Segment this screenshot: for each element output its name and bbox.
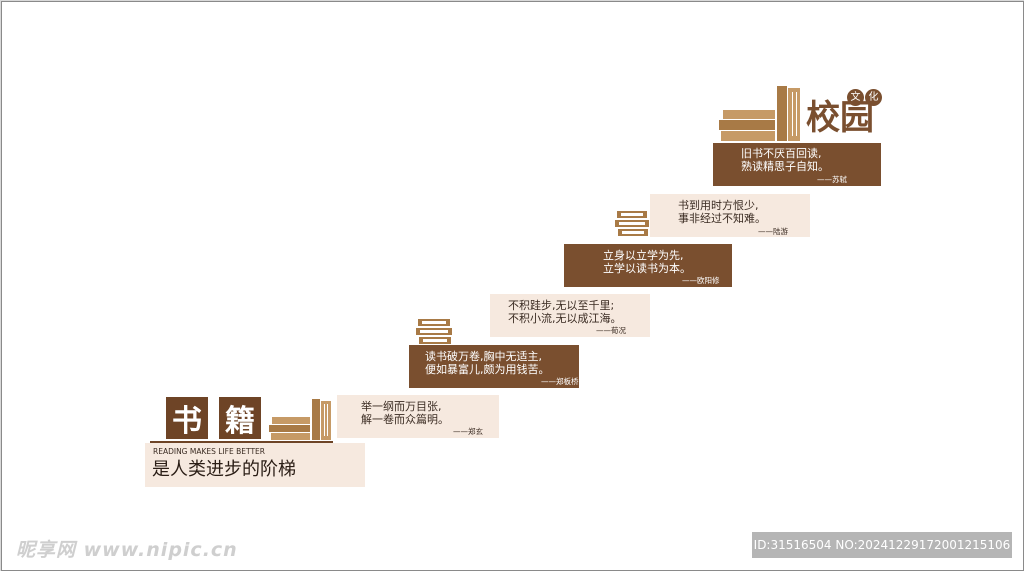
quote-5-author: ——郑板桥 — [541, 377, 579, 386]
quote-6-author: ——郑玄 — [453, 427, 483, 436]
quote-2-author: ——陆游 — [758, 227, 788, 236]
logo-char-shu: 书 — [166, 397, 208, 439]
quote-5-line-1: 读书破万卷,胸中无适主, — [425, 350, 542, 363]
quote-card-4: 不积跬步,无以至千里; 不积小流,无以成江海。 ——荀况 — [490, 294, 650, 337]
quote-4-line-1: 不积跬步,无以至千里; — [508, 299, 615, 312]
books-subtitle-card: READING MAKES LIFE BETTER 是人类进步的阶梯 — [145, 443, 365, 487]
quote-3-author: ——欧阳修 — [682, 276, 720, 285]
quote-6-line-2: 解一卷而众篇明。 — [361, 413, 449, 426]
book-stack-small-icon-2 — [416, 319, 454, 346]
campus-badge-2-text: 化 — [868, 92, 879, 103]
quote-1-author: ——苏轼 — [817, 175, 847, 184]
quote-2-line-2: 事非经过不知难。 — [678, 212, 766, 225]
site-watermark: 昵享网 www.nipic.cn — [16, 539, 238, 561]
id-watermark: ID:31516504 NO:20241229172001215106 — [752, 532, 1012, 558]
quote-4-line-2: 不积小流,无以成江海。 — [508, 312, 622, 325]
books-divider-line — [150, 441, 333, 443]
logo-char-ji: 籍 — [219, 397, 261, 439]
quote-card-6: 举一纲而万目张, 解一卷而众篇明。 ——郑玄 — [337, 395, 499, 438]
quote-6-line-1: 举一纲而万目张, — [361, 400, 442, 413]
quote-card-5: 读书破万卷,胸中无适主, 便如暴富儿,颇为用钱苦。 ——郑板桥 — [409, 345, 579, 388]
quote-5-line-2: 便如暴富儿,颇为用钱苦。 — [425, 363, 550, 376]
campus-title: 校园 — [806, 98, 874, 138]
quote-card-2: 书到用时方恨少, 事非经过不知难。 ——陆游 — [650, 194, 810, 237]
quote-1-line-1: 旧书不厌百回读, — [741, 147, 822, 160]
books-subtitle-en: READING MAKES LIFE BETTER — [153, 447, 265, 456]
book-stack-small-icon-1 — [615, 211, 651, 238]
book-stack-medium-icon — [269, 399, 333, 441]
quote-card-1: 旧书不厌百回读, 熟读精思子自知。 ——苏轼 — [713, 143, 881, 186]
quote-4-author: ——荀况 — [596, 326, 626, 335]
campus-badge-1-text: 文 — [850, 92, 861, 103]
quote-1-line-2: 熟读精思子自知。 — [741, 160, 829, 173]
quote-3-line-1: 立身以立学为先, — [603, 249, 684, 262]
book-stack-large-icon — [719, 86, 801, 142]
quote-3-line-2: 立学以读书为本。 — [603, 262, 691, 275]
quote-card-3: 立身以立学为先, 立学以读书为本。 ——欧阳修 — [564, 244, 732, 287]
campus-badge-1: 文 — [847, 89, 864, 106]
books-subtitle-cn: 是人类进步的阶梯 — [152, 459, 296, 480]
quote-2-line-1: 书到用时方恨少, — [678, 199, 759, 212]
campus-badge-2: 化 — [865, 89, 882, 106]
